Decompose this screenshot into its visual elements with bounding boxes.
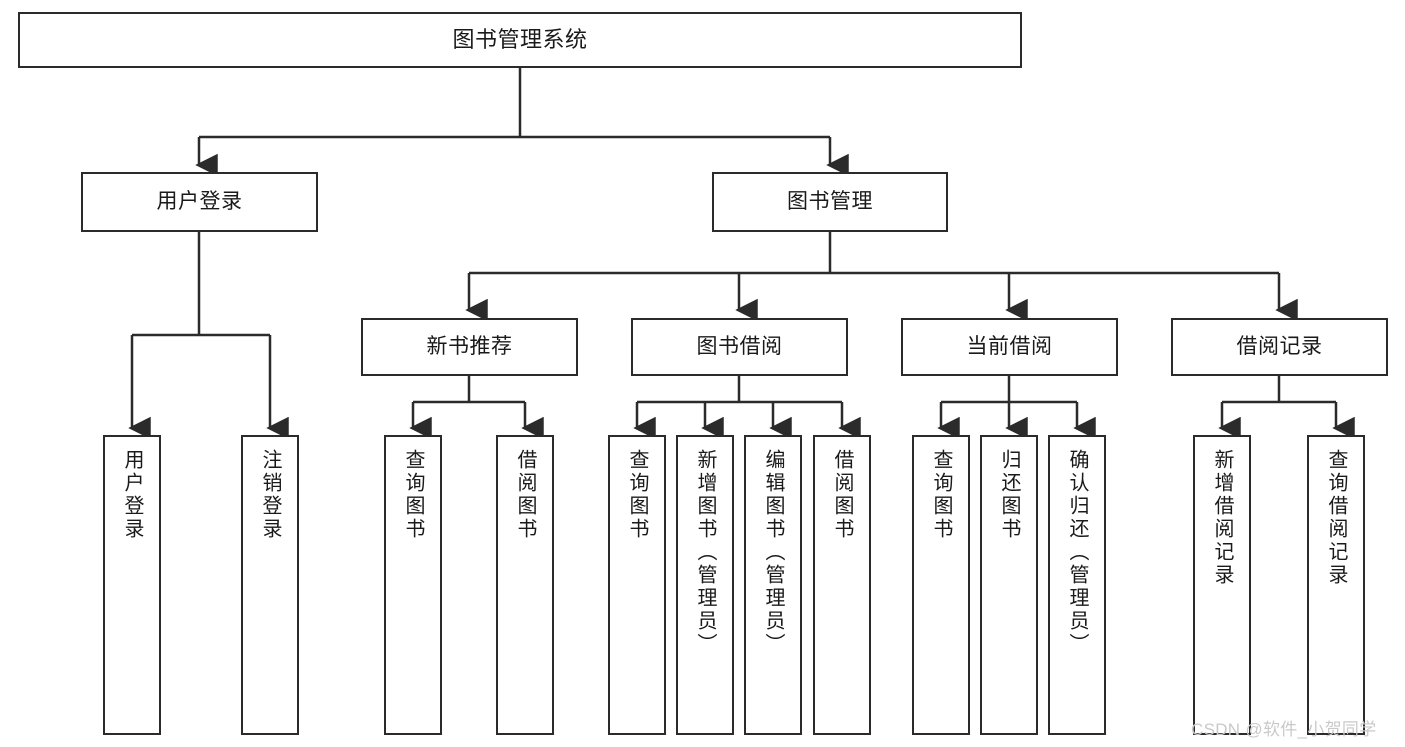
node-label: 借阅图书 (831, 449, 853, 541)
node-label: 确认归还（管理员） (1066, 449, 1088, 656)
leaf-borrow-edit-book-admin[interactable]: 编辑图书（管理员） (744, 435, 802, 735)
node-label: 编辑图书（管理员） (762, 449, 784, 656)
node-new-book-recommend[interactable]: 新书推荐 (361, 318, 578, 376)
node-root-system[interactable]: 图书管理系统 (18, 12, 1022, 68)
leaf-borrow-query-book[interactable]: 查询图书 (608, 435, 666, 735)
node-label: 图书管理 (787, 190, 873, 214)
csdn-watermark: CSDN @软件_小贺同学 (1191, 720, 1377, 739)
node-label: 查询图书 (626, 449, 648, 541)
node-current-borrow[interactable]: 当前借阅 (901, 318, 1118, 376)
leaf-current-confirm-return-admin[interactable]: 确认归还（管理员） (1048, 435, 1106, 735)
node-label: 当前借阅 (966, 335, 1053, 359)
leaf-record-query-record[interactable]: 查询借阅记录 (1307, 435, 1365, 735)
leaf-current-return-book[interactable]: 归还图书 (980, 435, 1038, 735)
leaf-user-login-signout[interactable]: 注销登录 (241, 435, 299, 735)
node-label: 新书推荐 (426, 335, 513, 359)
node-label: 查询图书 (402, 449, 424, 541)
node-label: 查询借阅记录 (1325, 449, 1347, 587)
leaf-record-add-record[interactable]: 新增借阅记录 (1193, 435, 1251, 735)
node-label: 借阅图书 (514, 449, 536, 541)
node-book-borrow[interactable]: 图书借阅 (631, 318, 848, 376)
node-label: 注销登录 (259, 449, 281, 541)
node-label: 借阅记录 (1236, 335, 1323, 359)
node-label: 新增图书（管理员） (694, 449, 716, 656)
node-label: 查询图书 (930, 449, 952, 541)
leaf-borrow-add-book-admin[interactable]: 新增图书（管理员） (676, 435, 734, 735)
node-user-login[interactable]: 用户登录 (81, 172, 318, 232)
node-label: 图书管理系统 (452, 26, 588, 52)
node-label: 归还图书 (998, 449, 1020, 541)
leaf-current-query-book[interactable]: 查询图书 (912, 435, 970, 735)
node-label: 用户登录 (156, 190, 243, 214)
leaf-recommend-borrow-book[interactable]: 借阅图书 (496, 435, 554, 735)
node-label: 图书借阅 (696, 335, 783, 359)
node-label: 新增借阅记录 (1211, 449, 1233, 587)
node-label: 用户登录 (121, 449, 143, 541)
node-book-management[interactable]: 图书管理 (712, 172, 948, 232)
leaf-borrow-borrow-book[interactable]: 借阅图书 (813, 435, 871, 735)
leaf-recommend-query-book[interactable]: 查询图书 (384, 435, 442, 735)
leaf-user-login-signin[interactable]: 用户登录 (103, 435, 161, 735)
node-borrow-record[interactable]: 借阅记录 (1171, 318, 1388, 376)
